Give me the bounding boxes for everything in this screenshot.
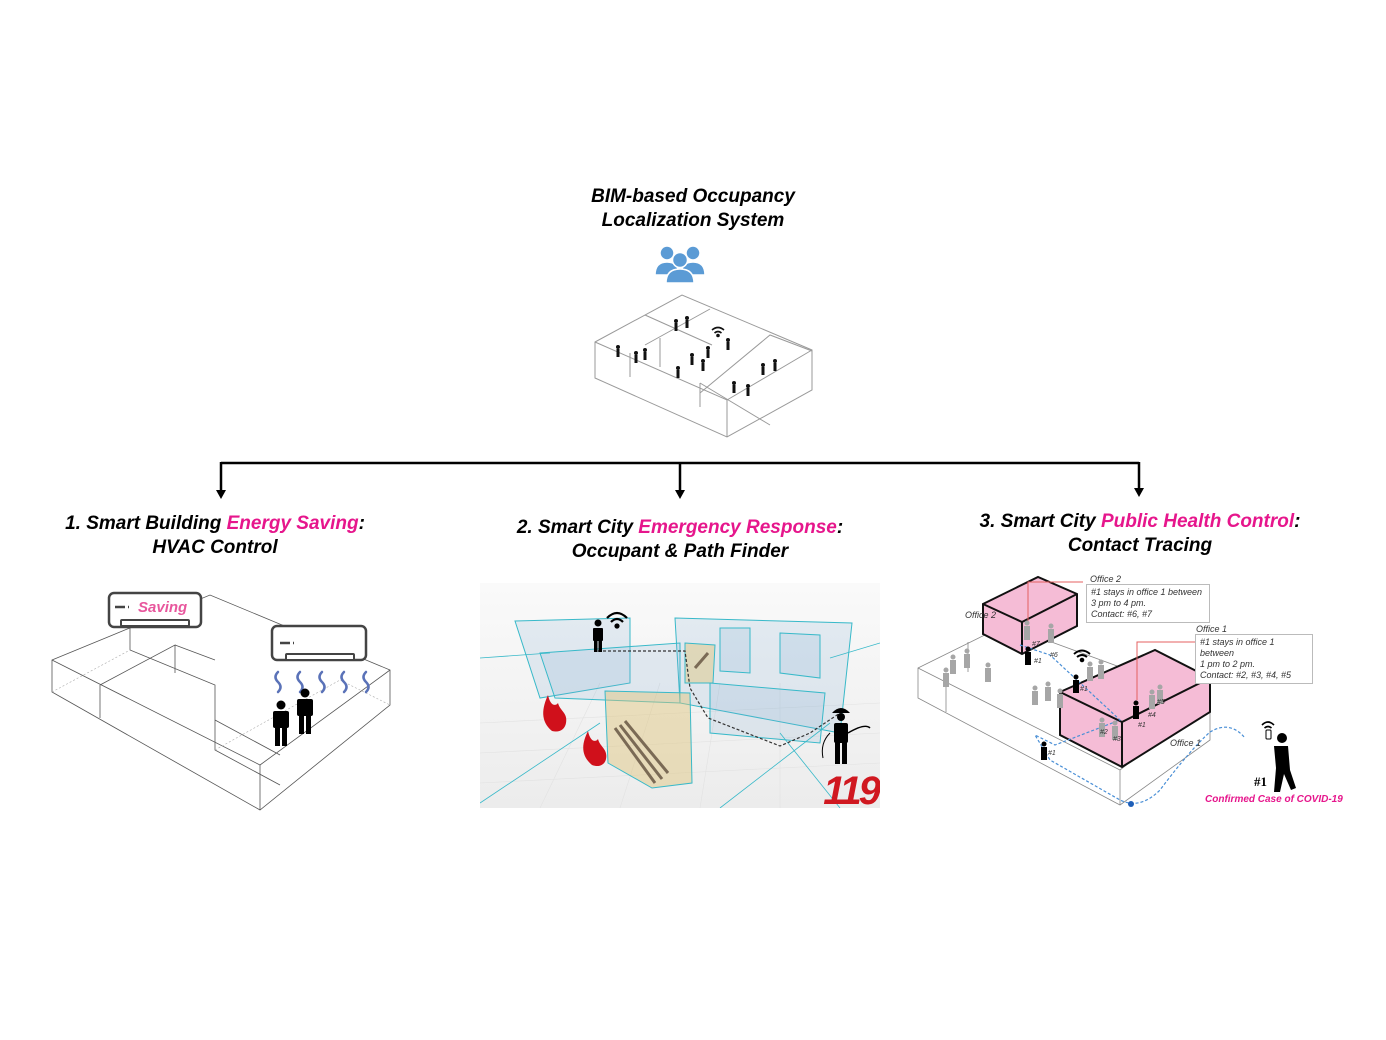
office-1-note-title: Office 1 xyxy=(1196,624,1228,634)
branch-1-colon: : xyxy=(358,513,365,534)
branch-1-subtitle: HVAC Control xyxy=(152,537,278,558)
office-2-label: Office 2 xyxy=(965,610,997,620)
person-icon xyxy=(273,700,289,746)
note-line: 3 pm to 4 pm. xyxy=(1091,598,1147,608)
person-tag: #6 xyxy=(1050,652,1058,659)
firefighter-icon xyxy=(821,708,871,764)
branch-2-highlight: Emergency Response xyxy=(638,517,837,538)
note-line: Contact: #2, #3, #4, #5 xyxy=(1200,670,1292,680)
occupant-icon xyxy=(593,619,603,652)
branch-3-colon: : xyxy=(1294,511,1301,532)
emergency-bim-view: 119 xyxy=(480,583,880,808)
confirmed-case-label: Confirmed Case of COVID-19 xyxy=(1205,794,1343,805)
ac-unit-cooling xyxy=(270,624,368,662)
branch-1-highlight: Energy Saving xyxy=(226,513,359,534)
branch-2-number: 2. xyxy=(516,517,533,538)
root-title-line2: Localization System xyxy=(601,210,785,231)
office-1-label: Office 1 xyxy=(1170,738,1202,748)
arrow-down-icon xyxy=(1134,488,1144,497)
person-tag: #1 xyxy=(1034,658,1042,665)
emergency-119-badge: 119 xyxy=(823,769,880,808)
root-title: BIM-based Occupancy Localization System xyxy=(560,185,826,233)
person-tag: #5 xyxy=(1157,699,1165,706)
office-2-note: #1 stays in office 1 between 3 pm to 4 p… xyxy=(1086,584,1210,623)
branch-3-highlight: Public Health Control xyxy=(1100,511,1295,532)
branch-1-title: 1. Smart Building Energy Saving: HVAC Co… xyxy=(30,512,400,560)
confirmed-case-person-icon xyxy=(1265,729,1296,792)
branch-3-title: 3. Smart City Public Health Control: Con… xyxy=(950,510,1330,558)
root-floorplan-illustration xyxy=(594,294,813,438)
contact-tracing-illustration xyxy=(917,575,1296,807)
wifi-icon xyxy=(711,326,725,338)
contact-person-icons xyxy=(943,620,1163,740)
evacuation-path xyxy=(598,650,841,747)
office-1-note: #1 stays in office 1 between 1 pm to 2 p… xyxy=(1195,634,1313,684)
person-tag: #1 xyxy=(1080,686,1088,693)
note-line: 1 pm to 2 pm. xyxy=(1200,659,1256,669)
branch-2-title: 2. Smart City Emergency Response: Occupa… xyxy=(490,516,870,564)
ac-unit-saving xyxy=(107,591,203,629)
branch-3-number: 3. xyxy=(979,511,996,532)
note-line: #1 stays in office 1 between xyxy=(1200,637,1275,658)
office-2-note-title: Office 2 xyxy=(1090,574,1122,584)
root-title-line1: BIM-based Occupancy xyxy=(591,186,795,207)
branch-3-prefix: Smart City xyxy=(1000,511,1096,532)
fire-icon xyxy=(583,731,607,767)
wifi-icon xyxy=(606,611,628,629)
hvac-building-illustration xyxy=(51,591,391,811)
person-icon xyxy=(297,688,313,734)
fire-icon xyxy=(543,695,567,732)
note-line: Contact: #6, #7 xyxy=(1091,609,1153,619)
branch-1-number: 1. xyxy=(65,513,81,534)
arrow-down-icon xyxy=(216,490,226,499)
branch-3-subtitle: Contact Tracing xyxy=(1067,535,1213,556)
confirmed-case-tag: #1 xyxy=(1254,774,1267,789)
tracked-person-icons xyxy=(1025,646,1139,760)
arrow-down-icon xyxy=(675,490,685,499)
branch-2-subtitle: Occupant & Path Finder xyxy=(571,541,789,562)
wifi-icon xyxy=(1261,721,1275,729)
person-tag: #1 xyxy=(1048,750,1056,757)
person-tag: #7 xyxy=(1032,641,1040,648)
airflow-waves-icon xyxy=(274,670,370,694)
office-2-room xyxy=(982,575,1078,656)
note-line: #1 stays in office 1 between xyxy=(1091,587,1203,597)
occupant-figures xyxy=(616,316,777,396)
wifi-icon xyxy=(1073,649,1091,663)
person-tag: #4 xyxy=(1148,712,1156,719)
group-users-icon xyxy=(654,245,706,284)
branch-2-colon: : xyxy=(836,517,844,538)
person-tag: #1 xyxy=(1138,722,1146,729)
person-tag: #2 xyxy=(1100,729,1108,736)
person-tag: #3 xyxy=(1113,736,1121,743)
branch-2-prefix: Smart City xyxy=(537,517,634,538)
ac-saving-label: Saving xyxy=(138,599,188,616)
branch-1-prefix: Smart Building xyxy=(86,513,222,534)
